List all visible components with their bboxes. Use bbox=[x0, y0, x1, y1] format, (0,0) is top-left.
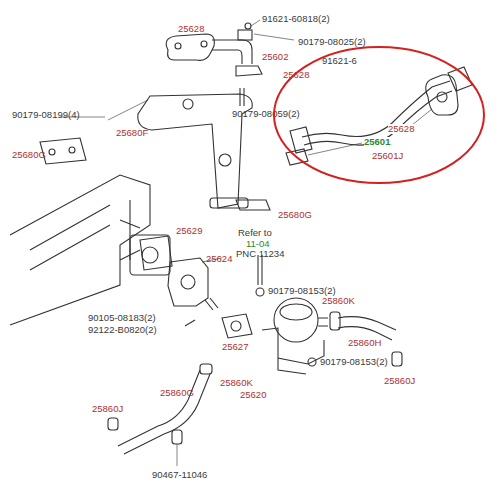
bolt bbox=[185, 298, 218, 326]
manifold-port bbox=[183, 99, 193, 109]
part-number: 25601 bbox=[364, 137, 390, 147]
ellipse-outline bbox=[272, 45, 486, 185]
egr-fitting bbox=[212, 40, 252, 64]
part-number: 91621-6 bbox=[322, 56, 357, 66]
nut bbox=[308, 358, 316, 366]
engine-block bbox=[10, 175, 150, 325]
part-number: 90179-08199(4) bbox=[12, 110, 80, 120]
nut bbox=[245, 23, 251, 29]
part-number: 25628 bbox=[178, 24, 204, 34]
flange-gasket bbox=[166, 34, 214, 60]
part-number: 25860J bbox=[384, 376, 415, 386]
part-number: Refer to bbox=[238, 228, 272, 238]
part-number: 25601J bbox=[372, 151, 403, 161]
fitting-gasket bbox=[236, 66, 262, 76]
bolt-hole bbox=[201, 41, 207, 47]
egr-valve bbox=[274, 298, 318, 342]
part-number: 25860K bbox=[220, 378, 253, 388]
gasket bbox=[236, 200, 270, 210]
valve-cap bbox=[280, 304, 312, 320]
hose-clamp bbox=[330, 312, 340, 330]
gasket-hole bbox=[231, 321, 241, 331]
part-number: 25627 bbox=[222, 342, 248, 352]
egr-adapter bbox=[168, 258, 208, 306]
vacuum-hose bbox=[118, 370, 210, 454]
stud bbox=[258, 255, 262, 285]
part-number: 91621-60818(2) bbox=[262, 14, 330, 24]
part-number: 90179-08059(2) bbox=[232, 109, 300, 119]
bolt-hole bbox=[175, 43, 181, 49]
part-number: 25680G bbox=[278, 210, 312, 220]
part-number: 25629 bbox=[176, 226, 202, 236]
part-number: 25602 bbox=[262, 52, 288, 62]
pipe-flange bbox=[290, 127, 312, 153]
part-number: 90467-11046 bbox=[152, 470, 207, 480]
gasket bbox=[222, 314, 252, 338]
valve-nipple bbox=[318, 318, 328, 326]
egr-pipe bbox=[286, 67, 472, 165]
part-number: 25860K bbox=[322, 296, 355, 306]
leader-line bbox=[308, 109, 432, 155]
part-number: 11-04 bbox=[246, 239, 270, 249]
part-number: 92122-B0820(2) bbox=[88, 325, 157, 335]
part-number: 25680G bbox=[12, 150, 46, 160]
part-number: PNC 11234 bbox=[236, 249, 284, 259]
part-number: 25860H bbox=[348, 338, 381, 348]
gasket-hole bbox=[49, 149, 55, 155]
hose-clamp bbox=[392, 352, 402, 366]
fitting-cap bbox=[238, 30, 252, 40]
ellipse-outline bbox=[274, 47, 484, 183]
part-number: 90179-08153(2) bbox=[320, 357, 388, 367]
part-number: 25628 bbox=[388, 124, 414, 134]
part-number: 25860J bbox=[92, 404, 123, 414]
gasket-hole bbox=[69, 147, 75, 153]
part-number: 25628 bbox=[283, 70, 309, 80]
gasket-hole bbox=[437, 92, 447, 102]
hose-clamp bbox=[108, 418, 118, 430]
gasket bbox=[426, 75, 458, 115]
block-port-hole bbox=[142, 247, 158, 263]
valve-body bbox=[262, 328, 324, 374]
gasket bbox=[140, 236, 172, 270]
hose-clamp bbox=[200, 364, 212, 374]
stud bbox=[240, 88, 244, 106]
part-number: 25620 bbox=[240, 390, 266, 400]
part-number: 25680F bbox=[116, 128, 148, 138]
hose-clamp bbox=[172, 430, 182, 444]
nut bbox=[256, 288, 264, 296]
part-number: 25624 bbox=[206, 254, 232, 264]
leader-line bbox=[177, 444, 178, 466]
part-number: 90179-08025(2) bbox=[298, 37, 366, 47]
adapter-port bbox=[181, 275, 195, 289]
part-number: 90179-08153(2) bbox=[268, 286, 336, 296]
part-number: 25860G bbox=[160, 388, 194, 398]
part-number: 90105-08183(2) bbox=[88, 313, 156, 323]
highlight-ellipse: 25628 25601 25601J bbox=[272, 45, 486, 185]
manifold-port bbox=[219, 154, 231, 166]
gasket bbox=[40, 138, 86, 164]
egr-pipe bbox=[302, 81, 452, 145]
vacuum-hose bbox=[338, 317, 396, 340]
